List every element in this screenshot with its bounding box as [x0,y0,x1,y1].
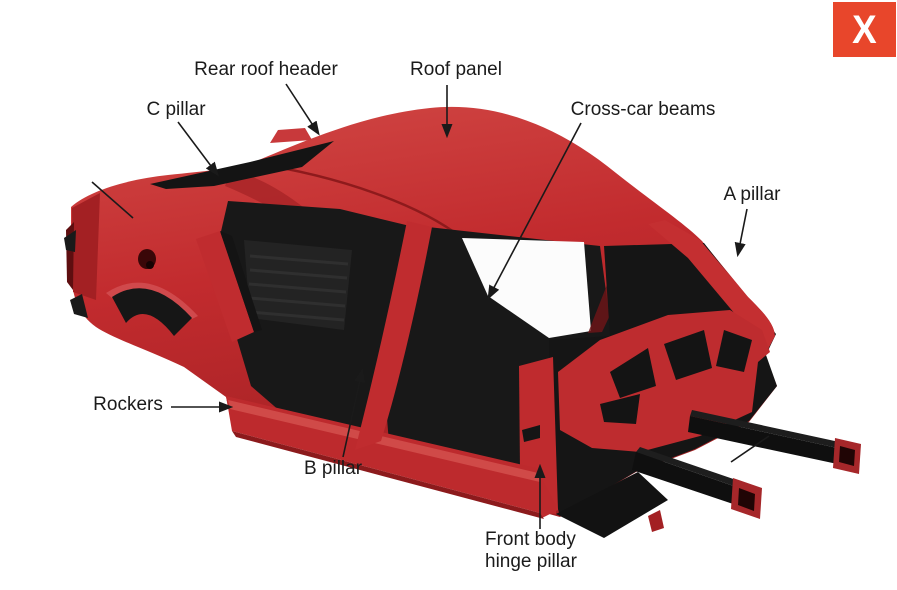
close-button[interactable]: X [833,2,896,57]
c-pillar-channel [220,231,262,332]
wheel-arch-opening [112,288,192,336]
label-a-pillar: A pillar [723,184,781,205]
label-front-body-hinge-pillar-line2: hinge pillar [485,551,577,573]
tail-panel-shape [72,193,100,300]
leader-line-c-pillar [177,121,219,177]
leader-line-cross-car-beams [487,122,582,300]
label-cross-car-beams: Cross-car beams [570,99,716,120]
front-floor-corner [556,472,668,538]
label-c-pillar: C pillar [146,99,206,120]
fuel-filler-shadow [146,261,154,269]
frame-rails [632,410,861,519]
label-rockers: Rockers [93,394,163,415]
leader-line-rear-roof-header [285,83,320,136]
close-icon: X [852,7,877,52]
c-pillar-shape [196,231,254,342]
b-pillar-shape [355,221,432,450]
tail-black-detail [64,230,88,318]
rocker-highlight [228,400,540,482]
hinge-pillar-notch [522,425,540,442]
leader-line-a-pillar [734,208,748,258]
rear-roof-header-slot [150,141,334,189]
label-front-body-hinge-pillar: Front body hinge pillar [485,529,615,574]
leader-line-b-pillar [342,367,366,458]
truss-cutouts [600,330,752,424]
label-rear-roof-header: Rear roof header [194,59,338,80]
rocker-lower-edge [232,431,544,519]
leader-lines [91,83,770,529]
label-front-body-hinge-pillar-line1: Front body [485,529,576,550]
rear-roof-header-lip [270,128,312,143]
label-b-pillar: B pillar [303,458,363,479]
leader-line-rear-quarter [91,181,134,219]
front-floor-red-bit [648,510,664,532]
leader-line-frame-rails [730,435,770,463]
label-roof-panel: Roof panel [410,59,502,80]
window-through-opening [462,238,591,338]
seat-ribs [248,254,349,322]
